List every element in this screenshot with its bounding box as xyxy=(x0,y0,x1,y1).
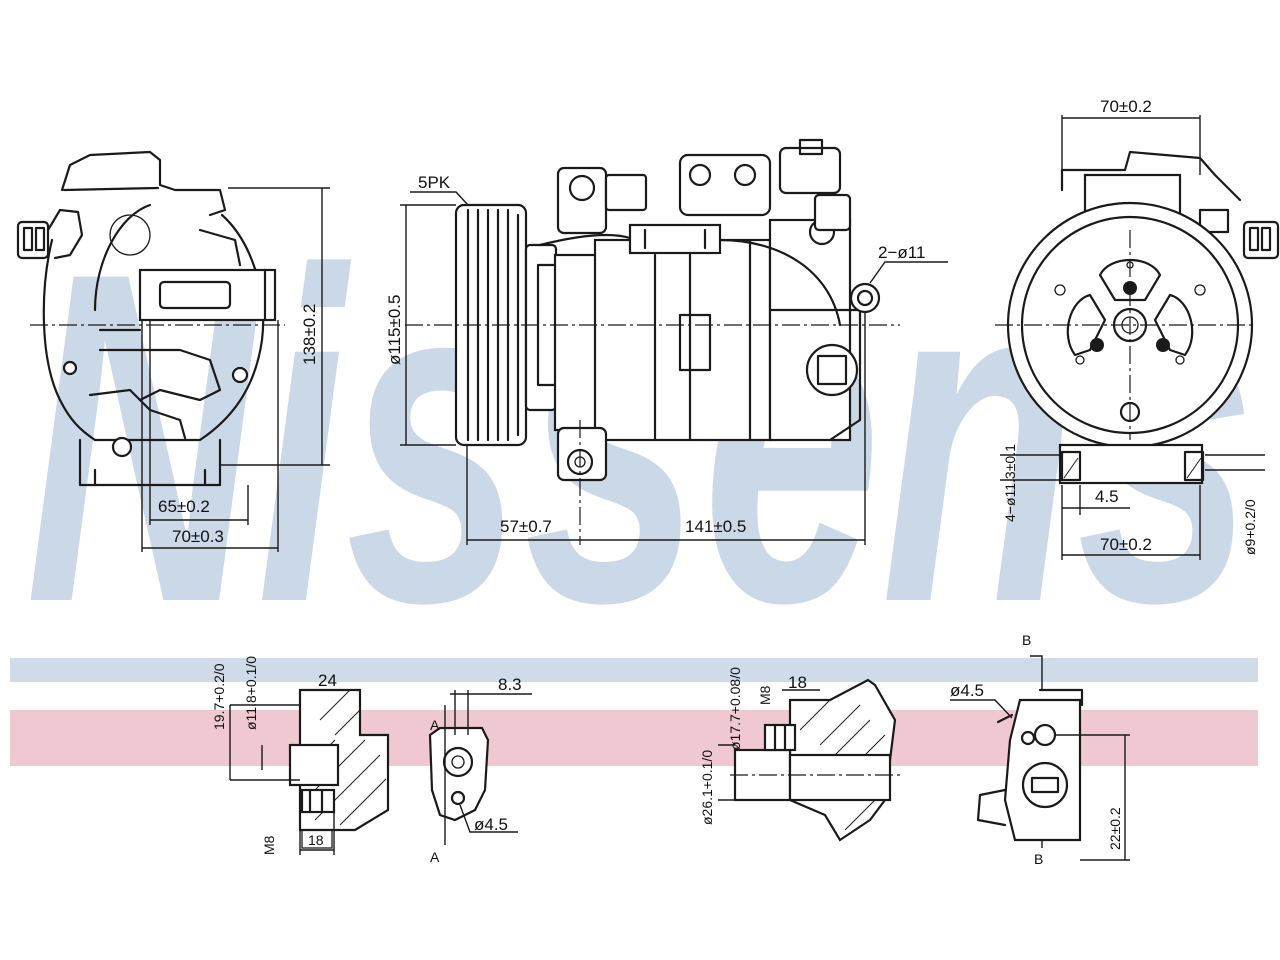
dim-port1-depth: 18 xyxy=(308,832,324,848)
front-view: 5PK 2−ø11 ø115±0.5 57±0.7 141±0.5 xyxy=(385,138,948,545)
dim-offset-57: 57±0.7 xyxy=(500,517,552,536)
dim-port2-depth: 18 xyxy=(788,673,807,692)
dim-width-70-top: 70±0.2 xyxy=(1100,97,1152,116)
dim-port1-thread: M8 xyxy=(261,835,277,855)
dim-port2-hole: ø4.5 xyxy=(950,681,984,700)
dim-port2-height: 22±0.2 xyxy=(1107,807,1123,850)
dim-width-65: 65±0.2 xyxy=(158,497,210,516)
left-side-view: 138±0.2 65±0.2 70±0.3 xyxy=(16,150,330,552)
dim-pulley-dia: ø115±0.5 xyxy=(385,295,404,365)
dim-height-138: 138±0.2 xyxy=(300,304,319,365)
rear-view: 70±0.2 xyxy=(995,97,1280,560)
label-section-b-top: B xyxy=(1022,632,1031,648)
dim-width-70-bottom: 70±0.2 xyxy=(1100,535,1152,554)
dim-port2-outer: ø26.1+0.1/0 xyxy=(699,750,715,825)
dim-pilot-dia: ø9+0.2/0 xyxy=(1242,499,1258,555)
dim-port1-inner: ø11.8+0.1/0 xyxy=(243,656,259,730)
dim-length-141: 141±0.5 xyxy=(685,517,746,536)
dim-width-70-left: 70±0.3 xyxy=(172,527,224,546)
port-detail-2: 8.3 A A ø4.5 xyxy=(428,675,532,865)
port-detail-4: B B ø4.5 22±0.2 xyxy=(950,632,1130,867)
blue-stripe xyxy=(10,658,1258,682)
port-detail-1: 19.7+0.2/0 ø11.8+0.1/0 24 18 M8 xyxy=(211,656,390,855)
dim-port2-inner: ø17.7+0.08/0 xyxy=(727,667,743,750)
dim-port2-thread: M8 xyxy=(757,685,773,705)
label-belt-5pk: 5PK xyxy=(418,173,451,192)
label-section-a-top: A xyxy=(430,717,440,733)
dim-spacer-4-5: 4.5 xyxy=(1095,487,1119,506)
dim-port1-hole: ø4.5 xyxy=(474,815,508,834)
dim-port1-outer: 19.7+0.2/0 xyxy=(211,663,227,730)
label-section-b-bottom: B xyxy=(1034,851,1043,867)
dim-mount-holes: 4−ø11.3±0.1 xyxy=(1002,444,1018,522)
dim-port1-length: 24 xyxy=(318,671,337,690)
label-bolt-holes: 2−ø11 xyxy=(878,243,925,262)
label-section-a-bottom: A xyxy=(430,849,440,865)
dim-port1-side-width: 8.3 xyxy=(498,675,522,694)
port-detail-3: ø26.1+0.1/0 ø17.7+0.08/0 18 M8 xyxy=(699,667,900,842)
